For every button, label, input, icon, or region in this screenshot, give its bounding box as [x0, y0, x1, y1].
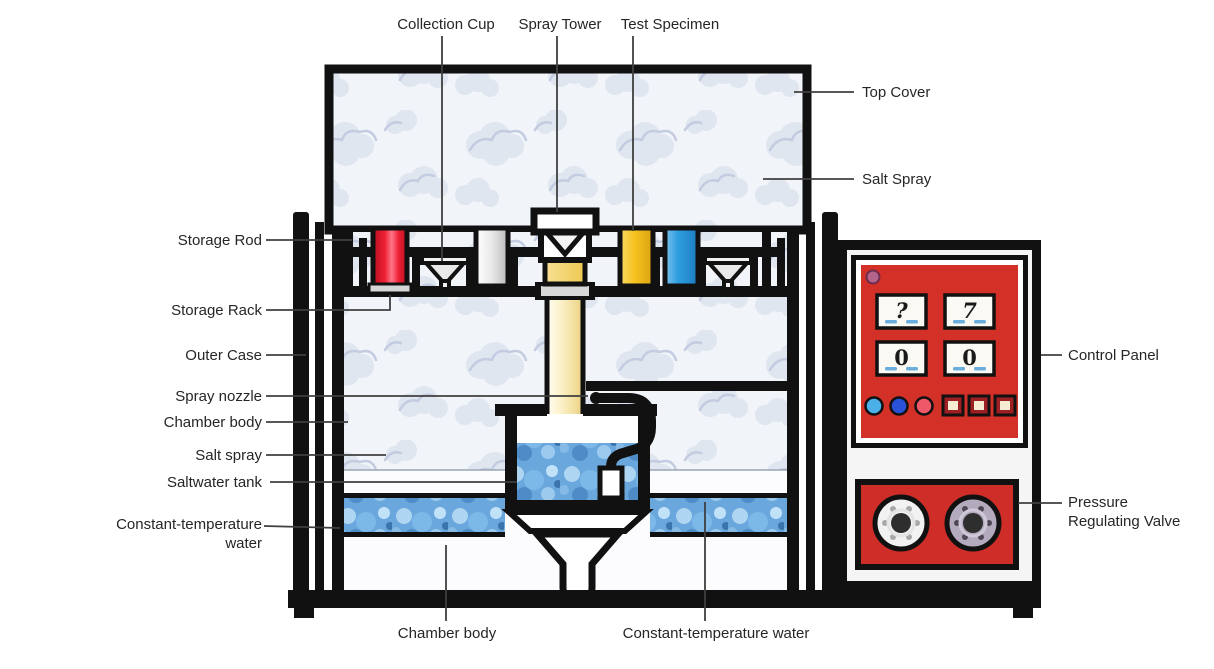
round-buttons: [864, 396, 934, 416]
label-constant-temperature-water-left: Constant-temperature water: [116, 516, 262, 552]
label-collection-cup: Collection Cup: [397, 16, 495, 33]
label-salt-spray-right: Salt Spray: [862, 171, 932, 188]
label-chamber-body-left: Chamber body: [163, 414, 262, 431]
machine-base: [288, 590, 1041, 618]
storage-rods: [344, 226, 785, 288]
label-spray-nozzle: Spray nozzle: [175, 388, 262, 405]
label-storage-rack: Storage Rack: [171, 302, 262, 319]
leader-lines: [263, 36, 1062, 621]
label-saltwater-tank: Saltwater tank: [166, 474, 262, 491]
label-constant-temperature-water-bottom: Constant-temperature water: [622, 625, 810, 642]
valve-knob-white: [872, 494, 930, 552]
chamber-partition: [586, 381, 787, 391]
label-storage-rod: Storage Rod: [177, 232, 262, 249]
label-spray-tower: Spray Tower: [518, 16, 602, 33]
test-specimen-yellow: [617, 225, 656, 289]
test-specimen-gray: [473, 225, 511, 289]
label-pressure-regulating-valve: Pressure Regulating Valve: [1068, 494, 1181, 530]
digital-displays: [875, 293, 996, 377]
display-value-3: 0: [894, 345, 909, 370]
pressure-regulating-valve: [855, 479, 1019, 570]
square-buttons: [941, 394, 1017, 417]
test-specimen-red: [367, 225, 413, 295]
constant-temperature-water-left-strip: [344, 493, 505, 537]
label-top-cover: Top Cover: [862, 84, 931, 101]
control-cabinet: [838, 240, 1041, 590]
test-specimen-blue: [662, 225, 701, 289]
label-salt-spray-left: Salt spray: [195, 447, 262, 464]
collection-cup-right: [703, 254, 753, 291]
label-control-panel: Control Panel: [1068, 347, 1159, 364]
control-panel: [851, 255, 1028, 448]
constant-temperature-water-right-strip: [650, 493, 787, 537]
spray-tower: [530, 207, 600, 426]
spray-nozzle-assembly: [590, 392, 656, 501]
display-value-1: ?: [895, 298, 908, 323]
indicator-light: [865, 269, 881, 285]
saltwater-tank: [495, 404, 657, 605]
outer-case: [293, 212, 838, 608]
display-value-4: 0: [962, 345, 977, 370]
collection-cup-left: [420, 254, 470, 291]
spray-nozzle: [597, 465, 625, 501]
label-test-specimen: Test Specimen: [620, 16, 720, 33]
valve-knob-gray: [944, 494, 1002, 552]
display-value-2: 7: [962, 298, 977, 323]
top-cover: [324, 64, 812, 235]
label-chamber-body-bottom: Chamber body: [397, 625, 497, 642]
label-outer-case: Outer Case: [185, 347, 262, 364]
